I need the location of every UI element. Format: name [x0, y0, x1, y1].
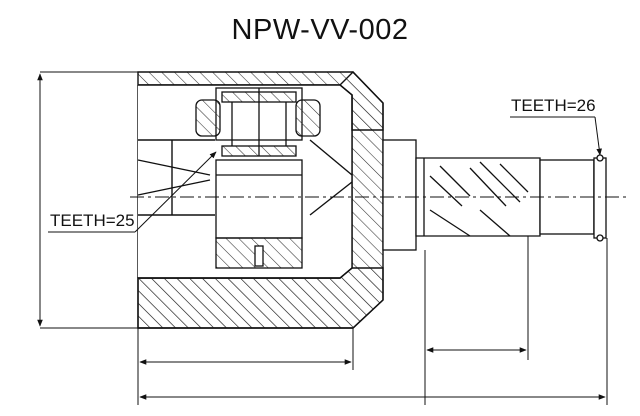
dimension-lines: [37, 71, 608, 405]
shaft: [382, 139, 607, 251]
teeth-outer-label: TEETH=25: [50, 211, 135, 230]
leader-lines: [48, 116, 602, 233]
part-number-title: NPW-VV-002: [231, 14, 409, 46]
tripod-roller: [195, 87, 321, 269]
teeth-shaft-label: TEETH=26: [511, 96, 596, 115]
